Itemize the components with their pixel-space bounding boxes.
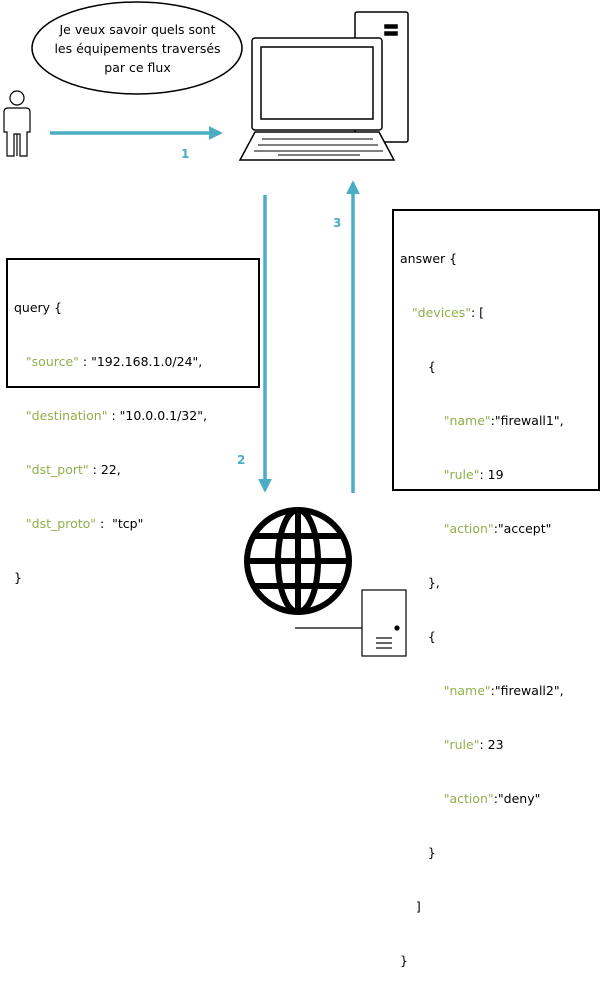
speech-bubble-text: Je veux savoir quels sont les équipement… xyxy=(40,20,235,77)
device-1-action: "action":"accept" xyxy=(443,521,552,536)
step-number-3: 3 xyxy=(333,216,342,230)
query-header: query { xyxy=(14,300,63,315)
query-box: query { "source" : "192.168.1.0/24", "de… xyxy=(6,258,260,585)
server-icon xyxy=(295,589,407,657)
speech-bubble xyxy=(31,1,243,95)
device-2-rule: "rule": 23 xyxy=(443,737,504,752)
answer-footer: } xyxy=(400,953,408,968)
flow-diagram xyxy=(3,1,409,657)
globe-icon xyxy=(244,507,352,615)
device-1-open: { xyxy=(400,359,436,374)
answer-header: answer { xyxy=(400,251,458,266)
query-footer: } xyxy=(14,570,22,585)
step-number-2: 2 xyxy=(237,453,246,467)
step-number-1: 1 xyxy=(181,147,190,161)
device-2-action: "action":"deny" xyxy=(443,791,541,806)
speech-line-3: par ce flux xyxy=(104,60,171,75)
query-field-source: "source" : "192.168.1.0/24", xyxy=(25,354,203,369)
query-field-dst-proto: "dst_proto" : "tcp" xyxy=(25,516,144,531)
person-icon xyxy=(3,90,31,157)
answer-devices: "devices": [ xyxy=(411,305,485,320)
speech-line-1: Je veux savoir quels sont xyxy=(59,22,216,37)
query-field-dst-port: "dst_port" : 22, xyxy=(25,462,121,477)
desktop-computer-icon xyxy=(238,11,409,161)
device-2-close: } xyxy=(427,845,436,860)
device-2-open: { xyxy=(400,629,436,644)
device-1-close: }, xyxy=(427,575,440,590)
device-2-name: "name":"firewall2", xyxy=(443,683,564,698)
device-1-rule: "rule": 19 xyxy=(443,467,504,482)
answer-box: answer { "devices": [ { "name":"firewall… xyxy=(392,209,600,968)
speech-line-2: les équipements traversés xyxy=(54,41,221,56)
query-field-destination: "destination" : "10.0.0.1/32", xyxy=(25,408,207,423)
devices-close: ] xyxy=(415,899,421,914)
device-1-name: "name":"firewall1", xyxy=(443,413,564,428)
